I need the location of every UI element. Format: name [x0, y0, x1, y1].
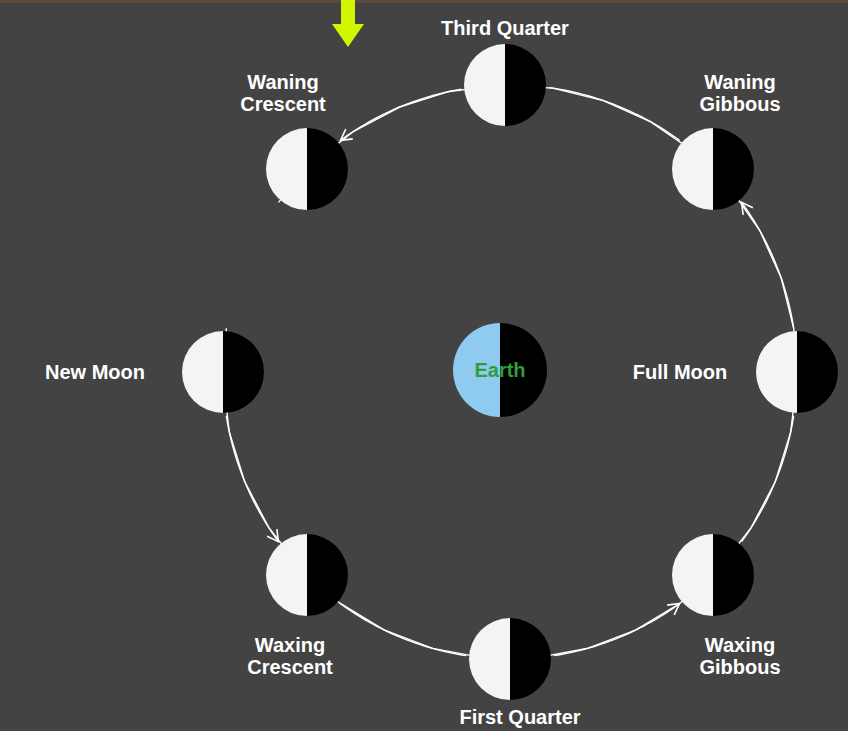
lit-half — [672, 128, 713, 210]
moon-phase: Full Moon — [756, 331, 838, 413]
phase-label: Full Moon — [633, 361, 727, 383]
phase-label: Waxing Gibbous — [684, 634, 796, 678]
lit-half — [672, 534, 713, 616]
moon-phase: Waxing Crescent — [266, 534, 348, 616]
dark-half — [307, 534, 348, 616]
lit-half — [756, 331, 797, 413]
moon-shape — [464, 44, 546, 126]
phase-label: Third Quarter — [441, 17, 569, 39]
moon-phase: Waxing Gibbous — [672, 534, 754, 616]
lit-half — [266, 534, 307, 616]
dark-half — [713, 128, 754, 210]
moon-shape — [182, 331, 264, 413]
orbit-path — [223, 85, 797, 658]
phase-label: New Moon — [45, 361, 145, 383]
moon-shape — [266, 128, 348, 210]
lit-half — [266, 128, 307, 210]
pointer-arrow — [332, 0, 364, 47]
top-strip — [0, 0, 848, 3]
dark-half — [797, 331, 838, 413]
dark-half — [510, 618, 551, 700]
orbit-path — [549, 88, 680, 141]
moon-shape — [672, 534, 754, 616]
dark-half — [713, 534, 754, 616]
orbit-path — [554, 604, 680, 656]
moon-shape — [672, 128, 754, 210]
orbit-path — [340, 89, 461, 140]
orbit-path — [742, 416, 794, 542]
lit-half — [469, 618, 510, 700]
orbit-path — [226, 416, 278, 542]
moon-phase: Third Quarter — [464, 44, 546, 126]
moon-phase: Waning Gibbous — [672, 128, 754, 210]
moon-shape — [266, 534, 348, 616]
lit-half — [464, 44, 505, 126]
moon-shape — [469, 618, 551, 700]
dark-half — [505, 44, 546, 126]
dark-half — [307, 128, 348, 210]
moon-phase: Waning Crescent — [266, 128, 348, 210]
moon-phase: New Moon — [182, 331, 264, 413]
planet-name: Earth — [474, 359, 525, 381]
orbit-path — [742, 202, 794, 328]
dark-half — [223, 331, 264, 413]
phase-label: Waning Crescent — [227, 71, 339, 115]
lit-half — [182, 331, 223, 413]
phase-label: Waning Gibbous — [684, 71, 796, 115]
phase-label: Waxing Crescent — [234, 634, 346, 678]
phase-label: First Quarter — [459, 706, 580, 728]
moon-shape — [756, 331, 838, 413]
orbit-path — [340, 604, 466, 656]
moon-phase: First Quarter — [469, 618, 551, 700]
earth-globe: Earth — [453, 323, 547, 417]
